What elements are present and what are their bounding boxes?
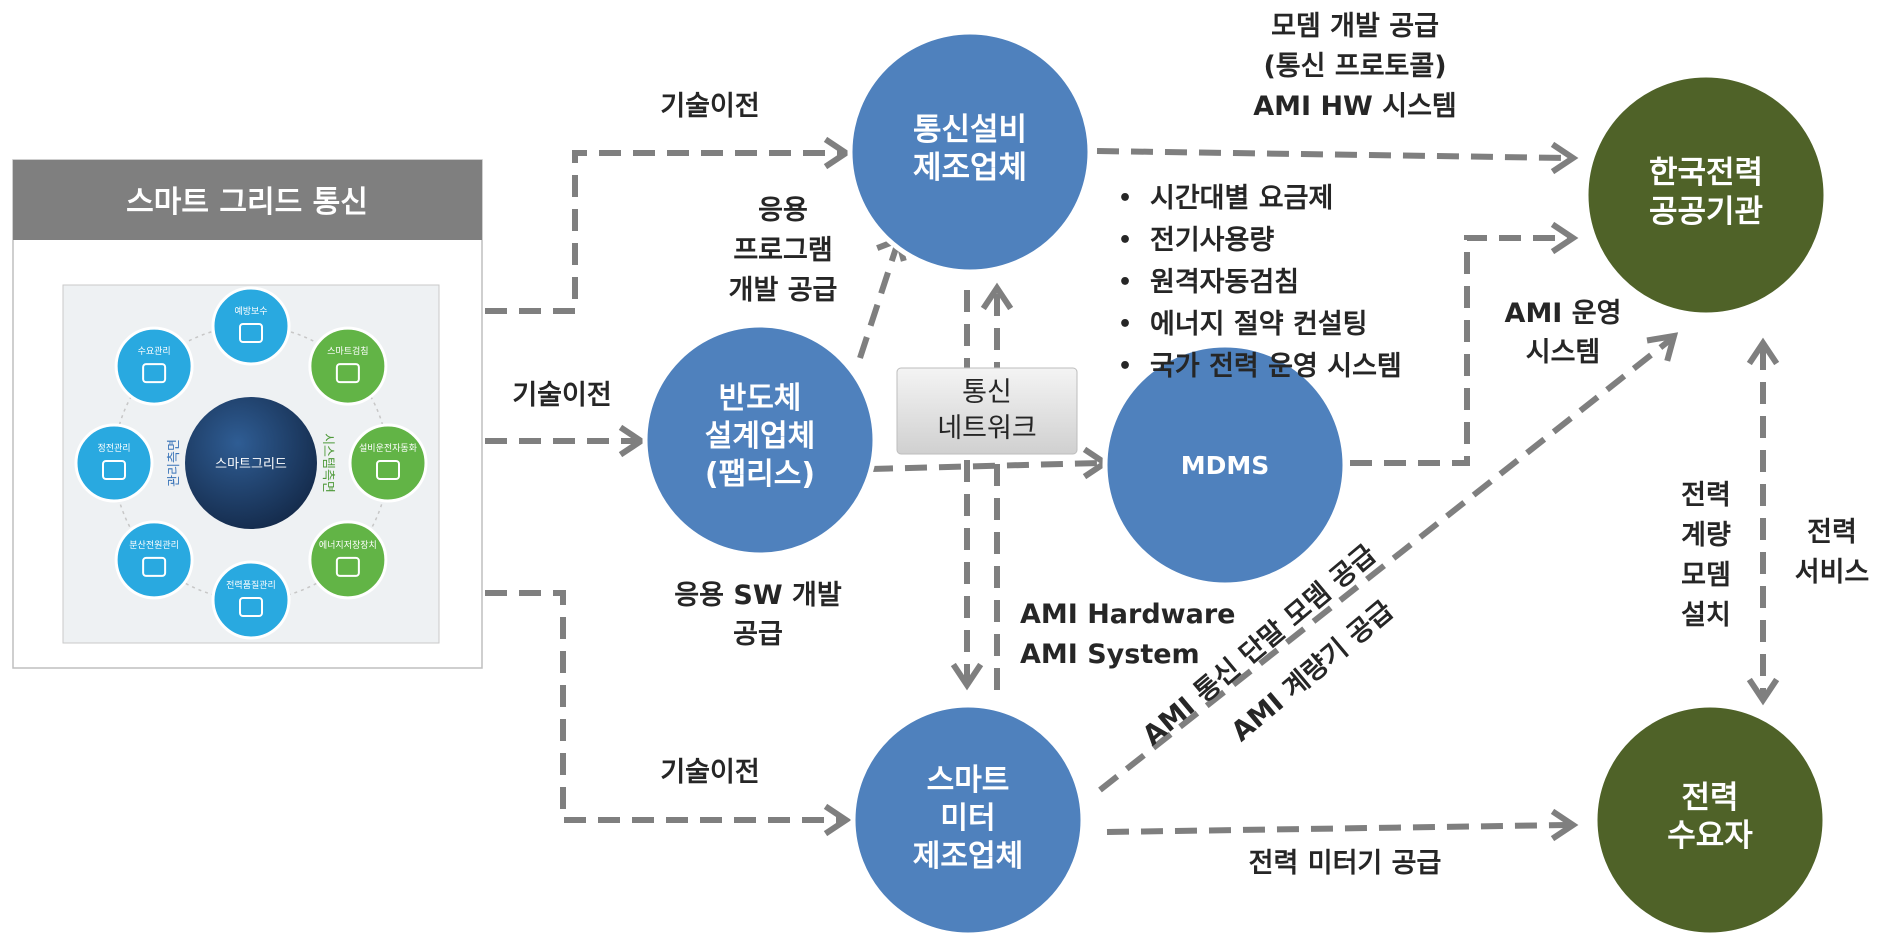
- right-arc-label: 시스템측면: [320, 433, 335, 493]
- grid-item-icon: 에너지저장장치: [308, 520, 388, 600]
- label-ami-hardware: AMI Hardware: [1020, 599, 1235, 630]
- arrow-meter-to-consumer: [1106, 822, 1569, 835]
- network-box-label-2: 네트워크: [937, 413, 1036, 444]
- connectors: [485, 148, 1766, 835]
- comm-mfr-label-1: 통신설비: [913, 112, 1027, 148]
- arrow-semi-to-comm: [857, 244, 900, 359]
- node-meter-manufacturer: 스마트 미터 제조업체: [850, 702, 1086, 938]
- bullet-item: 전기사용량: [1150, 225, 1274, 256]
- bullet-item: 국가 전력 운영 시스템: [1150, 351, 1402, 382]
- grid-item-icon: 전력품질관리: [211, 560, 291, 640]
- grid-item-glyph: [335, 363, 360, 384]
- grid-item-glyph: [335, 556, 360, 577]
- grid-item-label: 수요관리: [138, 346, 171, 357]
- label-meter-install-2: 계량: [1681, 520, 1731, 551]
- grid-item-label: 스마트검침: [327, 345, 368, 357]
- panel-header: [13, 160, 482, 240]
- center-label: 스마트그리드: [215, 457, 287, 472]
- comm-mfr-label-2: 제조업체: [913, 150, 1027, 186]
- consumer-label-2: 수요자: [1667, 818, 1753, 854]
- label-tech-transfer-mid: 기술이전: [512, 380, 611, 411]
- label-tech-transfer-bottom: 기술이전: [660, 757, 759, 788]
- arrow-mdms-to-kepco: [1350, 235, 1568, 466]
- label-modem-supply-1: 모뎀 개발 공급: [1271, 11, 1439, 42]
- grid-item-icon: 설비운전자동화: [348, 423, 428, 503]
- grid-item-icon: 스마트검침: [308, 326, 388, 406]
- mdms-label: MDMS: [1181, 451, 1270, 480]
- label-meter-supply: 전력 미터기 공급: [1249, 848, 1442, 879]
- bullet-item: 시간대별 요금제: [1150, 183, 1333, 214]
- svg-text:•: •: [1118, 354, 1132, 379]
- label-app-program-2: 프로그램: [733, 235, 832, 266]
- arrow-meter-to-kepco: [1098, 337, 1672, 793]
- label-power-service-1: 전력: [1807, 517, 1857, 548]
- label-meter-install-1: 전력: [1681, 480, 1731, 511]
- meter-mfr-label-2: 미터: [940, 801, 995, 836]
- semi-label-3: (팹리스): [705, 457, 815, 492]
- left-arc-label: 관리측면: [167, 439, 182, 487]
- grid-item-label: 설비운전자동화: [359, 443, 417, 454]
- network-box-label-1: 통신: [962, 377, 1012, 408]
- label-ami-system: AMI System: [1020, 639, 1200, 670]
- arrow-panel-to-comm: [485, 150, 842, 314]
- svg-text:•: •: [1118, 186, 1132, 211]
- grid-item-glyph: [376, 460, 400, 480]
- node-consumer: 전력 수요자: [1592, 702, 1828, 938]
- arrow-panel-to-meter: [485, 590, 842, 823]
- label-power-service-2: 서비스: [1795, 557, 1870, 588]
- semi-label-1: 반도체: [719, 381, 802, 416]
- network-box: 통신 네트워크: [896, 367, 1078, 455]
- smart-grid-panel: 스마트 그리드 통신 스마트그리드 관리측면 시스템측면 예방보수스마트검침설비…: [12, 159, 483, 669]
- grid-item-label: 분산전원관리: [129, 540, 179, 551]
- grid-item-label: 정전관리: [97, 443, 130, 454]
- label-app-program-3: 개발 공급: [729, 275, 838, 306]
- arrow-comm-to-kepco: [1096, 148, 1569, 161]
- grid-item-glyph: [142, 556, 167, 577]
- grid-item-glyph: [102, 460, 126, 480]
- grid-item-icon: 정전관리: [74, 423, 154, 503]
- label-app-sw-1: 응용 SW 개발: [674, 580, 842, 611]
- center-circle: [185, 397, 317, 529]
- svg-text:•: •: [1118, 312, 1132, 337]
- node-comm-manufacturer: 통신설비 제조업체: [847, 29, 1093, 275]
- meter-mfr-label-3: 제조업체: [913, 839, 1023, 874]
- kepco-label-1: 한국전력: [1649, 155, 1763, 191]
- grid-item-label: 예방보수: [234, 306, 267, 317]
- panel-title: 스마트 그리드 통신: [126, 185, 368, 220]
- grid-item-icon: 예방보수: [211, 286, 291, 366]
- semi-label-2: 설계업체: [705, 419, 815, 454]
- node-semiconductor: 반도체 설계업체 (팹리스): [642, 322, 878, 558]
- kepco-label-2: 공공기관: [1649, 194, 1763, 230]
- svg-text:•: •: [1118, 228, 1132, 253]
- node-kepco: 한국전력 공공기관: [1583, 72, 1829, 318]
- meter-mfr-label-1: 스마트: [927, 763, 1010, 798]
- bullet-item: 에너지 절약 컨설팅: [1150, 309, 1368, 340]
- node-mdms: MDMS: [1102, 342, 1348, 588]
- grid-item-icon: 분산전원관리: [114, 520, 194, 600]
- arrow-semi-to-mdms: [870, 460, 1101, 472]
- grid-item-label: 전력품질관리: [226, 579, 276, 591]
- label-app-sw-2: 공급: [733, 619, 783, 650]
- label-modem-supply-2: (통신 프로토콜): [1263, 51, 1446, 82]
- label-ami-ops-2: 시스템: [1526, 337, 1601, 368]
- consumer-label-1: 전력: [1681, 780, 1738, 816]
- label-ami-ops-1: AMI 운영: [1505, 298, 1622, 329]
- label-app-program-1: 응용: [758, 195, 808, 226]
- grid-item-label: 에너지저장장치: [319, 539, 377, 551]
- label-meter-install-4: 설치: [1681, 600, 1731, 631]
- label-modem-supply-3: AMI HW 시스템: [1253, 91, 1457, 122]
- grid-item-icon: 수요관리: [114, 326, 194, 406]
- grid-item-glyph: [239, 597, 263, 617]
- label-meter-install-3: 모뎀: [1681, 560, 1731, 591]
- grid-item-glyph: [142, 363, 167, 384]
- mdms-feature-list: • 시간대별 요금제 • 전기사용량 • 원격자동검침 • 에너지 절약 컨설팅…: [1118, 183, 1402, 382]
- bullet-item: 원격자동검침: [1150, 267, 1299, 298]
- grid-item-glyph: [239, 323, 263, 343]
- svg-text:•: •: [1118, 270, 1132, 295]
- label-tech-transfer-top: 기술이전: [660, 91, 759, 122]
